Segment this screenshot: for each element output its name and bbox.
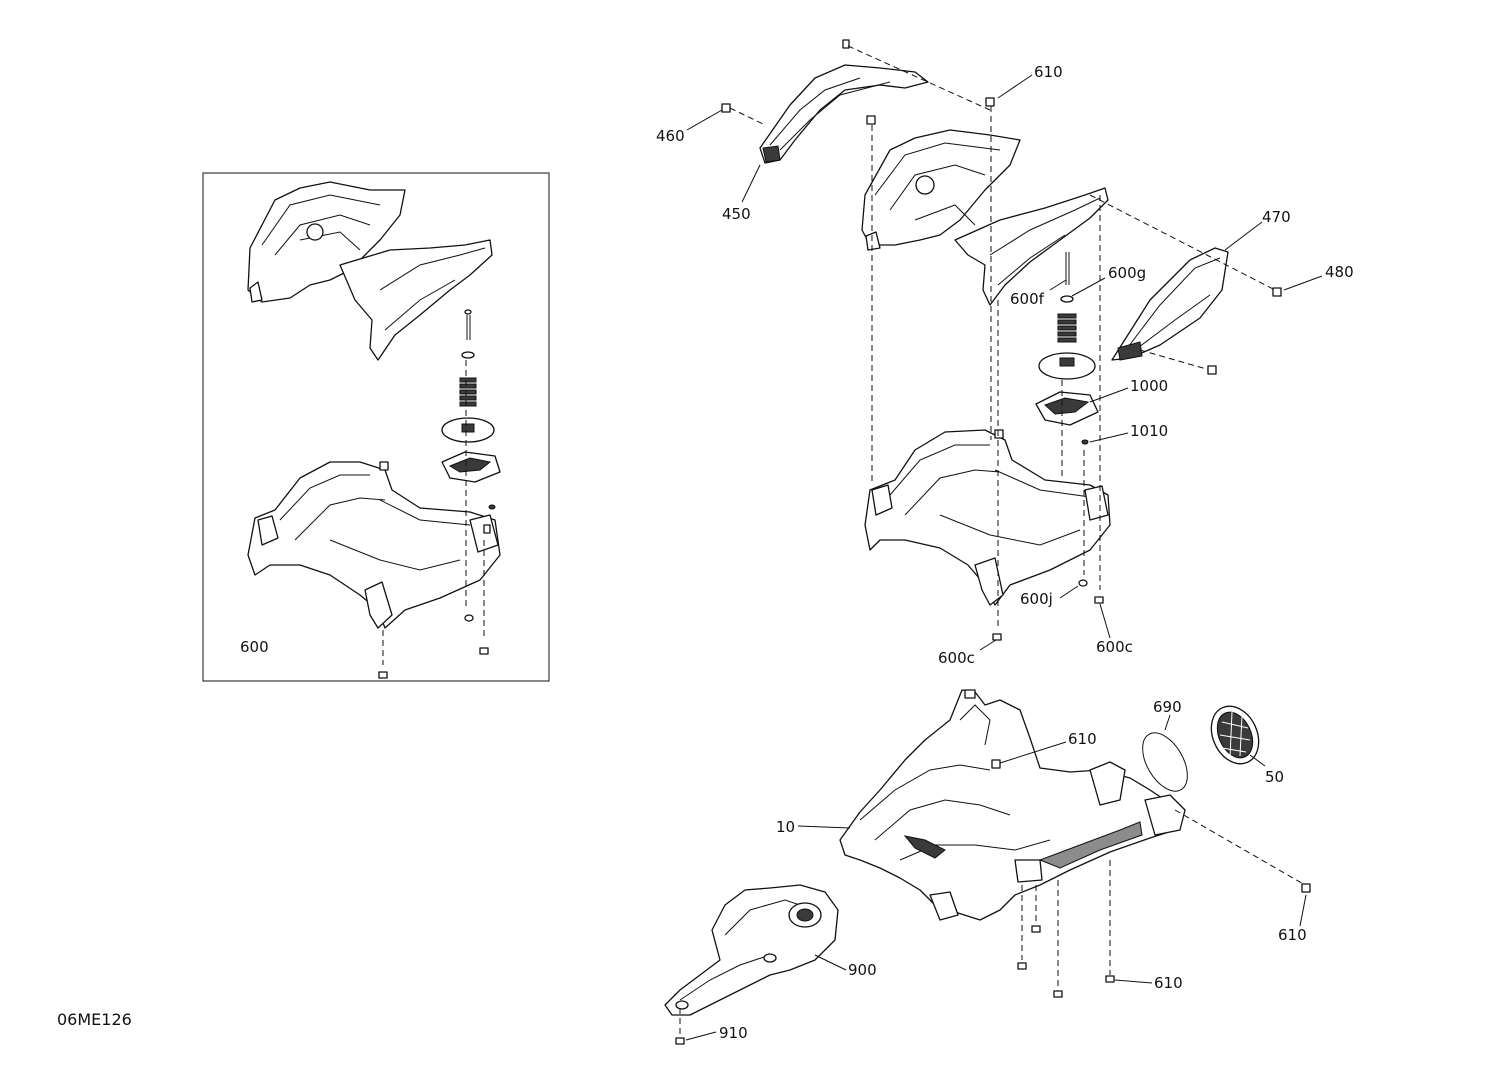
callout-610-right: 610	[1278, 926, 1307, 944]
spring-stack	[1035, 252, 1099, 445]
screw-910	[675, 1037, 685, 1045]
leader-lines	[685, 74, 1323, 1041]
callout-610-mid: 610	[1068, 730, 1097, 748]
callout-1000: 1000	[1130, 377, 1168, 395]
screw-480	[1272, 287, 1282, 297]
inset-frame	[202, 172, 550, 682]
callout-600g: 600g	[1108, 264, 1146, 282]
lower-frame	[864, 429, 1111, 606]
callout-690: 690	[1153, 698, 1182, 716]
callout-480: 480	[1325, 263, 1354, 281]
callout-460: 460	[656, 127, 685, 145]
screw-610-mid	[991, 759, 1001, 769]
screw-top	[842, 39, 850, 49]
callout-600c-right: 600c	[1096, 638, 1133, 656]
callout-470: 470	[1262, 208, 1291, 226]
callout-610-bottom: 610	[1154, 974, 1183, 992]
upper-assembly	[721, 39, 1282, 641]
callout-50: 50	[1265, 768, 1284, 786]
part-50-grille	[1210, 705, 1260, 765]
reference-code: 06ME126	[57, 1010, 132, 1029]
part-470-trim	[1111, 247, 1229, 361]
inset-spring-stack	[441, 309, 501, 510]
callout-labels: 460 450 610 470 480 600g 600f 1000 1010 …	[57, 63, 1354, 1042]
inset-upper-bracket	[247, 181, 493, 361]
part-690-ring	[1142, 732, 1188, 792]
screw-610-right	[1301, 883, 1311, 893]
callout-450: 450	[722, 205, 751, 223]
screw-460	[721, 103, 731, 113]
callout-600f: 600f	[1010, 290, 1045, 308]
callout-1010: 1010	[1130, 422, 1168, 440]
inset-lower-frame	[247, 461, 501, 629]
part-450-trim	[759, 64, 929, 164]
callout-600j: 600j	[1020, 590, 1053, 608]
callout-600-inset: 600	[240, 638, 269, 656]
callout-610-top: 610	[1034, 63, 1063, 81]
part-10-housing	[839, 689, 1186, 921]
upper-bracket	[861, 129, 1109, 306]
callout-910: 910	[719, 1024, 748, 1042]
screw-upper-left	[866, 115, 876, 125]
part-900-shield	[664, 884, 839, 1016]
lower-assembly	[664, 689, 1311, 1045]
screw-610-top	[985, 97, 995, 107]
screw-470-lower	[1207, 365, 1217, 375]
callout-600c-left: 600c	[938, 649, 975, 667]
inset-assembly-600: 600	[202, 172, 550, 682]
callout-10: 10	[776, 818, 795, 836]
callout-900: 900	[848, 961, 877, 979]
